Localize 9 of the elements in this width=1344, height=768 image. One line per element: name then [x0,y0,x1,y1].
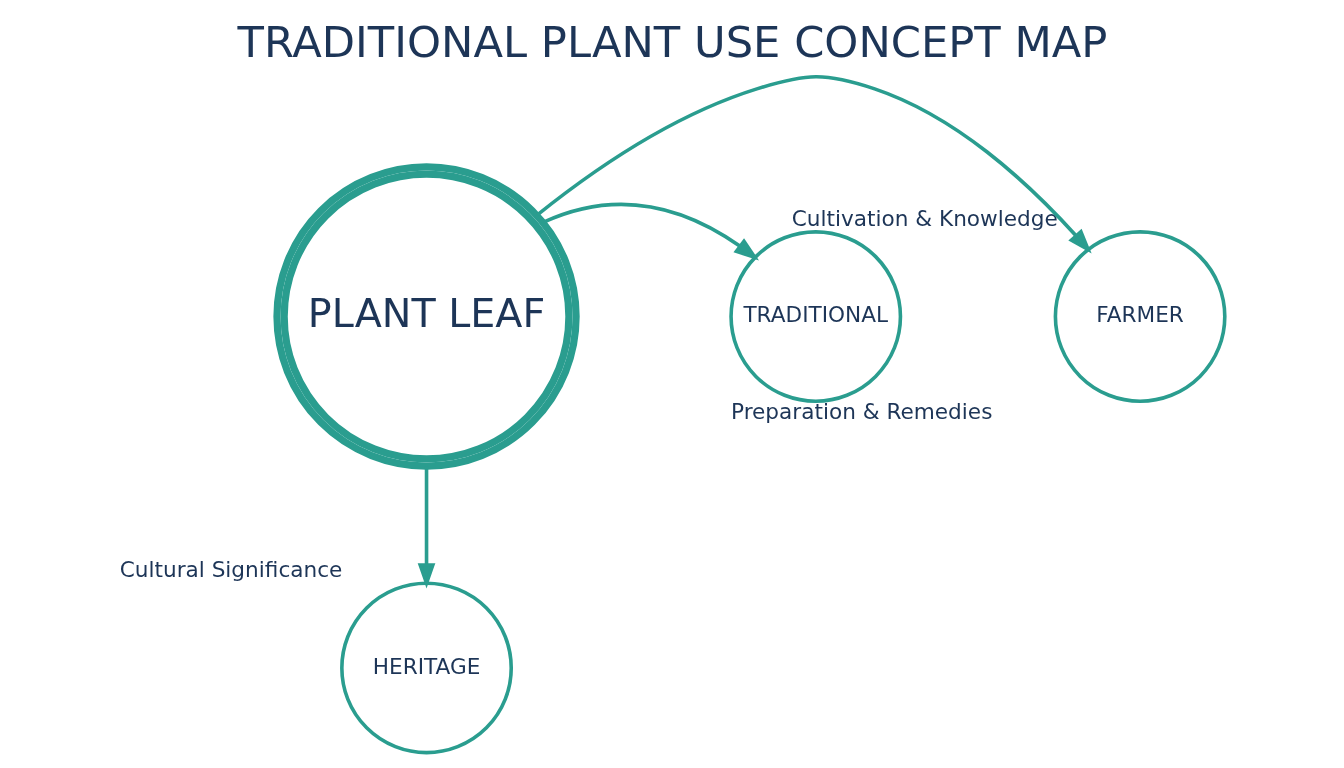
arrow [535,75,1092,254]
node-circle: TRADITIONAL [728,230,902,404]
arrow [417,466,435,589]
node-circle: PLANT LEAF [272,163,580,470]
arrow [542,202,759,261]
diagram-title: TRADITIONAL PLANT USE CONCEPT MAP [237,17,1107,68]
node-label: Cultural Significance [119,557,342,583]
node-circle: HERITAGE [339,581,513,755]
node-label: Cultivation & Knowledge [791,205,1058,231]
